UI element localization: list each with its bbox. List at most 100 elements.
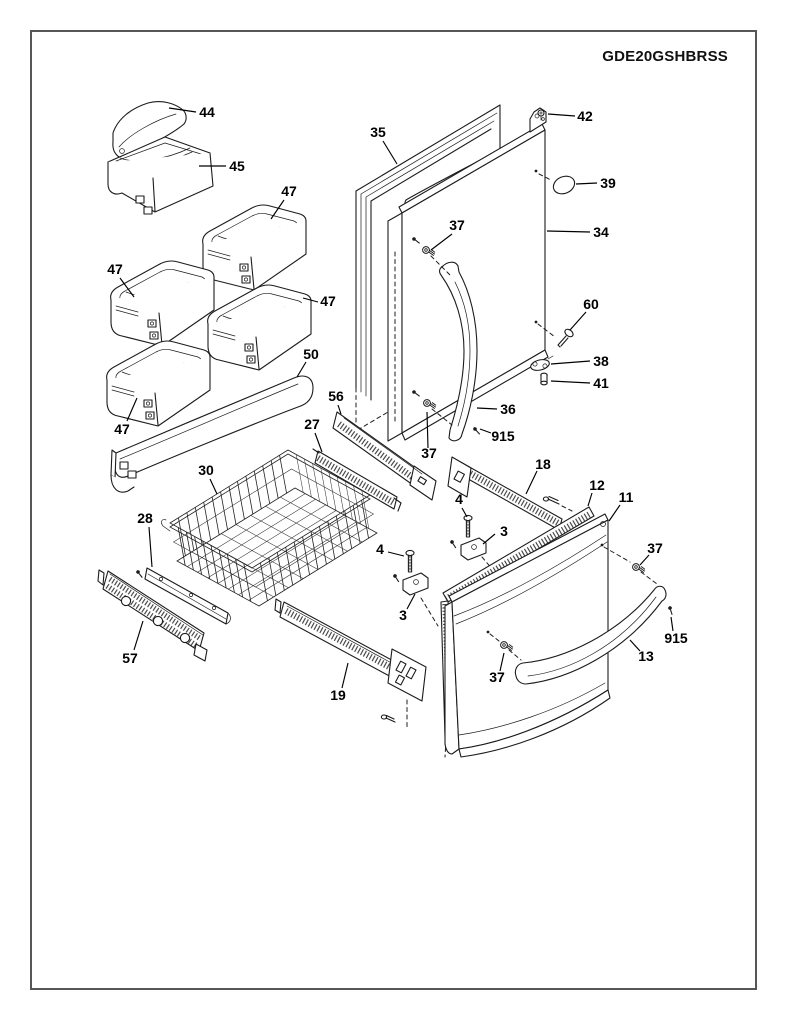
callout-label-50: 50 <box>303 346 319 362</box>
mounting-bolt-left <box>405 549 415 574</box>
freezer-basket <box>161 449 378 607</box>
door-bin-lower-right <box>207 284 312 371</box>
callout-label-915: 915 <box>664 630 688 646</box>
callout-label-28: 28 <box>137 510 153 526</box>
hole-plug <box>538 173 576 195</box>
callout-leader-56 <box>337 404 342 415</box>
callout-leader-27 <box>314 432 323 453</box>
callout-leader-18 <box>525 470 538 495</box>
callout-label-45: 45 <box>229 158 245 174</box>
callout-label-42: 42 <box>577 108 593 124</box>
callout-label-47: 47 <box>107 261 123 277</box>
callout-label-19: 19 <box>330 687 346 703</box>
callout-leader-35 <box>382 140 398 165</box>
hinge-screw <box>537 323 574 348</box>
basket-trim <box>134 567 231 625</box>
callout-leader-11 <box>608 504 621 522</box>
lower-slide-rail <box>312 448 402 512</box>
callout-leader-36 <box>476 407 498 410</box>
upper-slide-rail <box>332 411 437 501</box>
callout-label-57: 57 <box>122 650 138 666</box>
callout-label-47: 47 <box>281 183 297 199</box>
center-hinge <box>530 355 554 371</box>
top-hinge-screw <box>537 109 545 121</box>
callout-label-4: 4 <box>376 541 384 557</box>
callout-label-4: 4 <box>455 491 463 507</box>
callout-leader-50 <box>296 361 307 378</box>
freezer-handle-screw-bottom <box>489 633 522 661</box>
callout-label-56: 56 <box>328 388 344 404</box>
mounting-bracket-right <box>448 537 494 571</box>
callout-label-39: 39 <box>600 175 616 191</box>
callout-leader-42 <box>547 113 576 117</box>
callout-leader-41 <box>550 380 591 384</box>
callout-label-37: 37 <box>449 217 465 233</box>
callout-layer: 4445474747475056273028573542393437603841… <box>107 104 688 703</box>
fresh-food-door <box>387 107 549 442</box>
callout-label-37: 37 <box>421 445 437 461</box>
hinge-pin <box>540 372 548 386</box>
callout-leader-34 <box>546 230 591 233</box>
callout-label-44: 44 <box>199 104 215 120</box>
callout-leader-60 <box>569 311 587 331</box>
freezer-door <box>444 513 611 758</box>
callout-leader-47 <box>270 199 285 220</box>
left-rail <box>274 598 427 731</box>
door-bin-lower-left <box>106 340 211 427</box>
handle-screw-bottom <box>411 389 453 426</box>
mounting-bracket-left <box>391 572 439 627</box>
callout-leader-47 <box>119 277 135 298</box>
callout-leader-37 <box>499 652 505 672</box>
callout-label-915: 915 <box>491 428 515 444</box>
callout-label-47: 47 <box>114 421 130 437</box>
callout-label-12: 12 <box>589 477 605 493</box>
callout-label-36: 36 <box>500 401 516 417</box>
callout-leader-39 <box>575 182 598 185</box>
callout-leader-44 <box>168 107 197 113</box>
callout-label-30: 30 <box>198 462 214 478</box>
callout-leader-13 <box>629 639 641 652</box>
callout-label-37: 37 <box>647 540 663 556</box>
slide-assembly <box>97 569 208 662</box>
callout-leader-3 <box>482 533 496 545</box>
callout-leader-37 <box>430 233 453 251</box>
callout-label-34: 34 <box>593 224 609 240</box>
callout-leader-38 <box>550 360 591 365</box>
door-bin-upper-left <box>110 260 215 347</box>
callout-leader-37 <box>426 411 429 449</box>
callout-leader-37 <box>639 554 650 566</box>
callout-label-35: 35 <box>370 124 386 140</box>
callout-leader-28 <box>148 526 153 568</box>
callout-label-13: 13 <box>638 648 654 664</box>
freezer-handle-end-screw <box>665 604 677 616</box>
bottle-shelf <box>110 375 314 493</box>
callout-label-27: 27 <box>304 416 320 432</box>
fresh-food-door-handle <box>438 261 478 442</box>
callout-label-11: 11 <box>619 489 634 505</box>
model-number: GDE20GSHBRSS <box>602 48 728 65</box>
door-bin-upper-right <box>202 204 307 291</box>
callout-leader-57 <box>133 620 144 651</box>
callout-label-37: 37 <box>489 669 505 685</box>
callout-leader-47 <box>126 397 138 422</box>
handle-screw-top <box>411 236 453 278</box>
callout-label-47: 47 <box>320 293 336 309</box>
callout-leader-3 <box>406 593 416 610</box>
callout-leader-47 <box>302 297 319 303</box>
callout-leader-30 <box>209 478 218 495</box>
freezer-handle-screw-right <box>603 546 658 585</box>
callout-leader-4 <box>461 507 468 518</box>
page-border <box>30 30 757 990</box>
callout-leader-19 <box>341 662 349 689</box>
callout-label-3: 3 <box>399 607 407 623</box>
callout-leader-915 <box>670 616 674 632</box>
callout-label-41: 41 <box>593 375 609 391</box>
callout-label-38: 38 <box>593 353 609 369</box>
handle-end-screw <box>471 426 482 435</box>
callout-leader-915 <box>479 428 492 434</box>
mounting-bolt-right <box>463 514 473 539</box>
callout-leader-4 <box>387 551 405 557</box>
dairy-bin <box>107 136 214 215</box>
